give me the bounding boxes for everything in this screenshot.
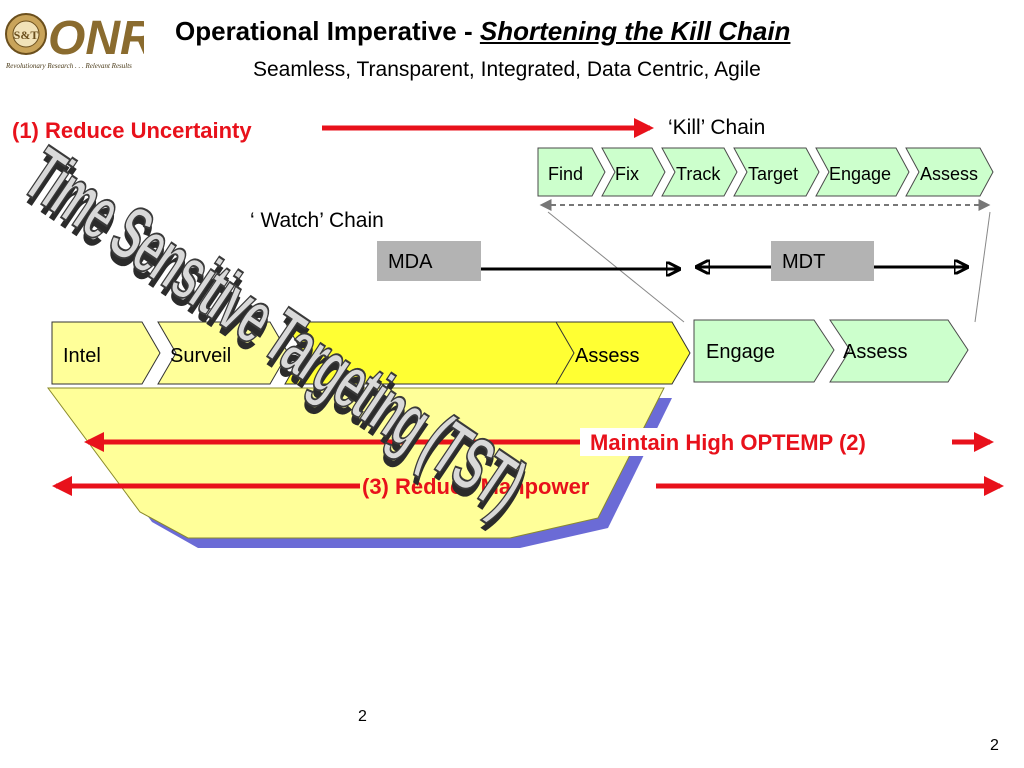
- kill-step-label: Assess: [920, 164, 978, 184]
- watch-step-assess: [555, 321, 691, 385]
- logo-tagline: Revolutionary Research . . . Relevant Re…: [5, 62, 132, 70]
- title-prefix: Operational Imperative -: [175, 16, 480, 46]
- kill-chain-label: ‘Kill’ Chain: [668, 116, 765, 139]
- kill-step-find: [537, 147, 606, 197]
- watch-chain-label: ‘ Watch’ Chain: [250, 209, 384, 232]
- mda-box: [377, 241, 481, 281]
- watch-step-label: Assess: [575, 345, 639, 367]
- page-subtitle: Seamless, Transparent, Integrated, Data …: [253, 58, 761, 81]
- kill-chain: Find Fix Track Target Engage Assess: [537, 147, 994, 197]
- manpower-label: (3) Reduce Manpower: [362, 474, 590, 499]
- kill-step-track: [661, 147, 738, 197]
- kill-step-target: [733, 147, 820, 197]
- optemp-label: Maintain High OPTEMP (2): [590, 430, 866, 455]
- right-step-label: Engage: [706, 341, 775, 363]
- onr-logo: S&T ONR Revolutionary Research . . . Rel…: [4, 4, 155, 72]
- right-step-engage: [693, 319, 835, 383]
- right-step-label: Assess: [843, 341, 907, 363]
- reduce-uncertainty-label: (1) Reduce Uncertainty: [12, 118, 252, 143]
- title-emphasis: Shortening the Kill Chain: [479, 16, 791, 46]
- mdt-box: [771, 241, 874, 281]
- mda-label: MDA: [388, 251, 433, 273]
- connector-line: [974, 211, 991, 323]
- watch-step-surveil: [157, 321, 289, 385]
- page-number-corner: 2: [990, 737, 999, 754]
- mdt-label: MDT: [782, 251, 825, 273]
- page-number-center: 2: [358, 708, 367, 725]
- watch-step-label: Surveil: [170, 345, 231, 367]
- right-step-assess: [829, 319, 969, 383]
- kill-step-label: Engage: [829, 164, 891, 184]
- kill-step-label: Track: [676, 164, 721, 184]
- watch-step-intel: [51, 321, 161, 385]
- kill-step-label: Target: [748, 164, 798, 184]
- watch-chain: Intel Surveil Assess: [51, 321, 691, 385]
- optemp-label-bg: [580, 428, 952, 456]
- connector-line: [547, 211, 685, 323]
- watch-step-label: Intel: [63, 345, 101, 367]
- page-title: Operational Imperative - Shortening the …: [175, 16, 995, 47]
- kill-step-engage: [815, 147, 910, 197]
- seal-text: S&T: [14, 28, 39, 42]
- kill-step-assess: [905, 147, 994, 197]
- right-chain: Engage Assess: [693, 319, 969, 383]
- kill-step-label: Find: [548, 164, 583, 184]
- kill-step-fix: [601, 147, 666, 197]
- funnel: [47, 387, 665, 539]
- logo-wordmark: ONR: [48, 12, 144, 65]
- kill-step-label: Fix: [615, 164, 639, 184]
